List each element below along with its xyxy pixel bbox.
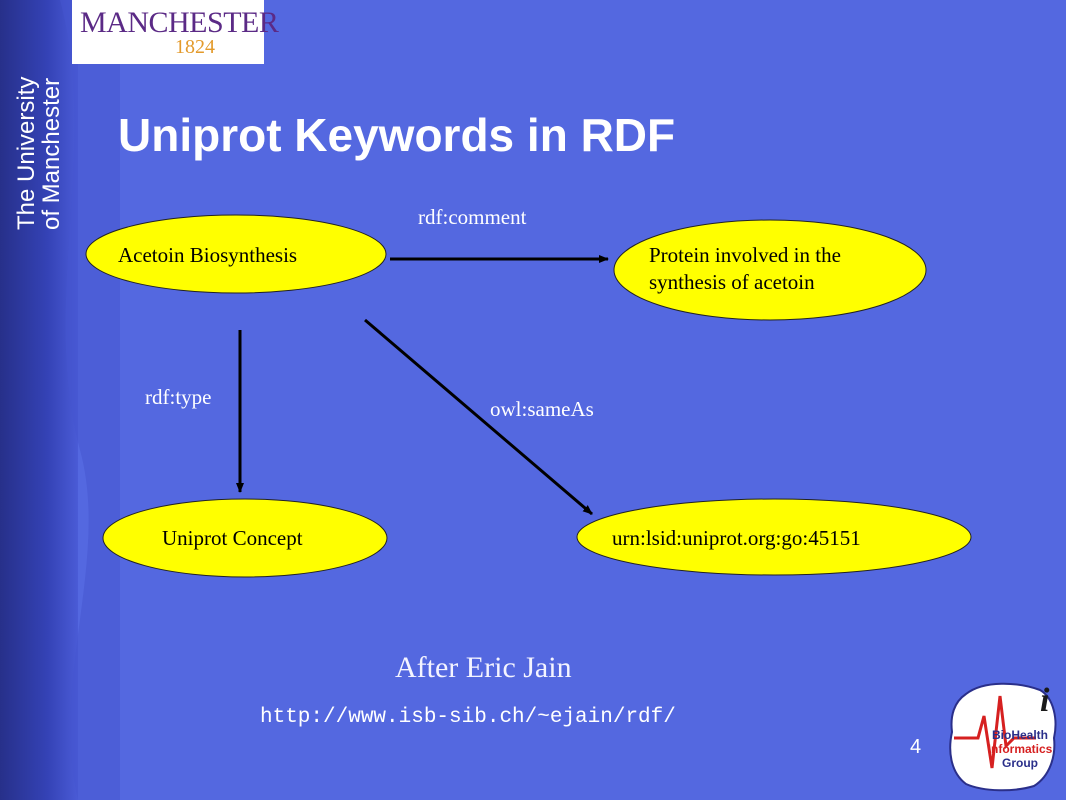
node-urn: urn:lsid:uniprot.org:go:45151 xyxy=(612,526,861,550)
edge-label-type: rdf:type xyxy=(145,385,212,409)
side-wave-decoration xyxy=(60,0,120,800)
bhig-logo-shape xyxy=(949,682,1057,792)
node-urn-ellipse xyxy=(576,498,972,576)
node-concept: Uniprot Concept xyxy=(162,526,303,550)
edge-sameas-arrow xyxy=(364,318,593,516)
logo-year: 1824 xyxy=(175,36,215,58)
node-concept-ellipse xyxy=(102,498,388,578)
node-acetoin-ellipse xyxy=(85,214,387,294)
logo-wordmark: MANCHESTER xyxy=(80,6,279,39)
bhig-logo-letter: i xyxy=(1040,682,1050,719)
bhig-line2: Informatics xyxy=(987,742,1053,756)
credit-text: After Eric Jain xyxy=(395,651,572,684)
manchester-logo: MANCHESTER 1824 xyxy=(72,0,279,64)
node-protein-line2: synthesis of acetoin xyxy=(649,270,815,294)
bhig-line1: BioHealth xyxy=(991,728,1048,742)
source-url: http://www.isb-sib.ch/~ejain/rdf/ xyxy=(260,706,676,729)
node-protein-ellipse xyxy=(613,219,927,321)
node-protein-line1: Protein involved in the xyxy=(649,243,841,267)
edge-label-comment: rdf:comment xyxy=(418,205,527,229)
side-band xyxy=(0,0,78,800)
bhig-line3: Group xyxy=(1002,756,1038,770)
bhig-logo-text: BioHealth Informatics Group xyxy=(985,728,1055,770)
slide-title: Uniprot Keywords in RDF xyxy=(118,109,676,161)
node-acetoin: Acetoin Biosynthesis xyxy=(118,243,298,267)
edge-label-sameas: owl:sameAs xyxy=(490,397,594,421)
node-protein: Protein involved in the synthesis of ace… xyxy=(649,242,841,296)
page-number: 4 xyxy=(910,736,922,758)
